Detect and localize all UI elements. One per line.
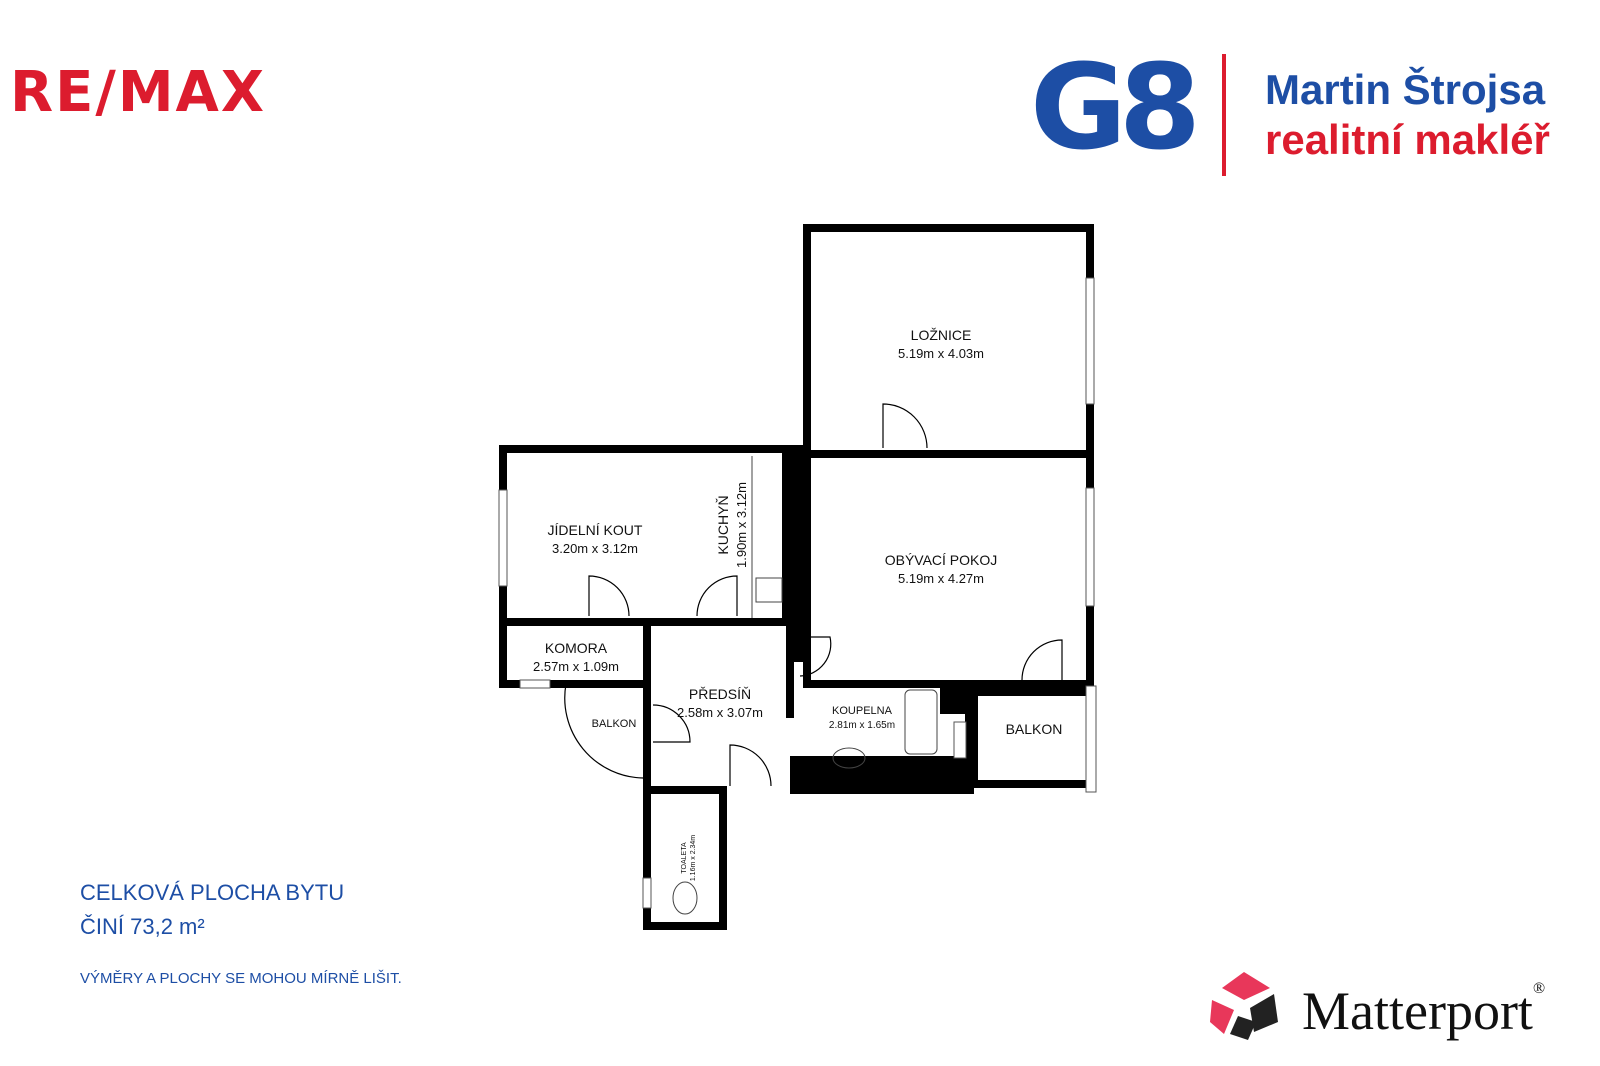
- remax-logo: RE/MAX: [10, 60, 267, 125]
- label-koupelna: KOUPELNA: [832, 705, 893, 717]
- window-toaleta: [642, 877, 652, 909]
- window-balkon-right: [1085, 685, 1097, 793]
- label-toaleta: TOALETA: [681, 842, 688, 874]
- window-koupelna: [953, 721, 967, 759]
- label-kuchyn: KUCHYŇ: [715, 495, 731, 554]
- matterport-icon-left: [1210, 1000, 1234, 1034]
- label-komora: KOMORA: [545, 640, 608, 656]
- door-kuchyn: [696, 575, 738, 617]
- disclaimer: VÝMĚRY A PLOCHY SE MOHOU MÍRNĚ LIŠIT.: [80, 970, 402, 987]
- label-balkon-right: BALKON: [1006, 721, 1063, 737]
- label-obyvaci: OBÝVACÍ POKOJ: [885, 552, 998, 568]
- wall-predsin: [647, 618, 794, 718]
- wall-obyvaci: [803, 450, 1094, 688]
- matterport-icon-bottom: [1230, 1016, 1256, 1040]
- wall-balkon-right: [970, 688, 1094, 788]
- wall-column-4: [940, 760, 974, 794]
- wall-column-5: [782, 450, 807, 625]
- matterport-logo-text: Matterport®: [1302, 980, 1545, 1042]
- door-loznice: [882, 403, 928, 449]
- window-jidelni: [498, 489, 508, 587]
- window-komora: [519, 679, 551, 689]
- kitchen-sink: [755, 577, 783, 603]
- dims-jidelni: 3.20m x 3.12m: [552, 541, 638, 556]
- dims-loznice: 5.19m x 4.03m: [898, 346, 984, 361]
- door-jidelni: [588, 575, 630, 617]
- washbasin: [832, 747, 866, 769]
- agent-role: realitní makléř: [1265, 116, 1550, 163]
- dims-predsin: 2.58m x 3.07m: [677, 705, 763, 720]
- label-balkon-left: BALKON: [592, 718, 637, 730]
- door-balkon-left: [564, 683, 644, 779]
- label-predsin: PŘEDSÍŇ: [689, 686, 751, 702]
- dims-obyvaci: 5.19m x 4.27m: [898, 571, 984, 586]
- dims-komora: 2.57m x 1.09m: [533, 659, 619, 674]
- wall-column-3: [940, 684, 970, 714]
- g8-logo: G8: [1030, 38, 1201, 176]
- door-obyvaci-2: [1021, 639, 1063, 681]
- dims-toaleta: 1.16m x 2.34m: [690, 835, 697, 881]
- windows: [498, 277, 1097, 909]
- dims-kuchyn: 1.90m x 3.12m: [734, 482, 749, 568]
- wall-column-1: [790, 622, 807, 662]
- door-entrance: [729, 744, 772, 787]
- door-obyvaci: [798, 636, 832, 677]
- toilet: [672, 881, 698, 915]
- matterport-icon-top: [1222, 972, 1270, 1000]
- fixtures: [672, 456, 938, 915]
- matterport-name: Matterport: [1302, 981, 1533, 1041]
- agent-divider: [1222, 54, 1226, 176]
- matterport-registered-mark: ®: [1532, 980, 1546, 997]
- agent-name: Martin Štrojsa: [1265, 66, 1546, 113]
- wall-toaleta: [643, 786, 727, 930]
- dims-koupelna: 2.81m x 1.65m: [829, 720, 895, 731]
- total-area-label: CELKOVÁ PLOCHA BYTU: [80, 880, 345, 905]
- total-area-value: ČINÍ 73,2 m²: [80, 914, 205, 939]
- window-obyvaci: [1085, 487, 1095, 607]
- door-predsin: [652, 704, 691, 743]
- window-loznice: [1085, 277, 1095, 405]
- matterport-logo-icon: [1210, 972, 1278, 1040]
- label-jidelni: JÍDELNÍ KOUT: [548, 522, 643, 538]
- bathtub: [904, 689, 938, 755]
- matterport-icon-right: [1250, 994, 1278, 1032]
- floor-plan: LOŽNICE 5.19m x 4.03m OBÝVACÍ POKOJ 5.19…: [498, 224, 1097, 930]
- wall-komora: [499, 618, 651, 688]
- label-loznice: LOŽNICE: [911, 327, 972, 343]
- doors: [564, 403, 1063, 787]
